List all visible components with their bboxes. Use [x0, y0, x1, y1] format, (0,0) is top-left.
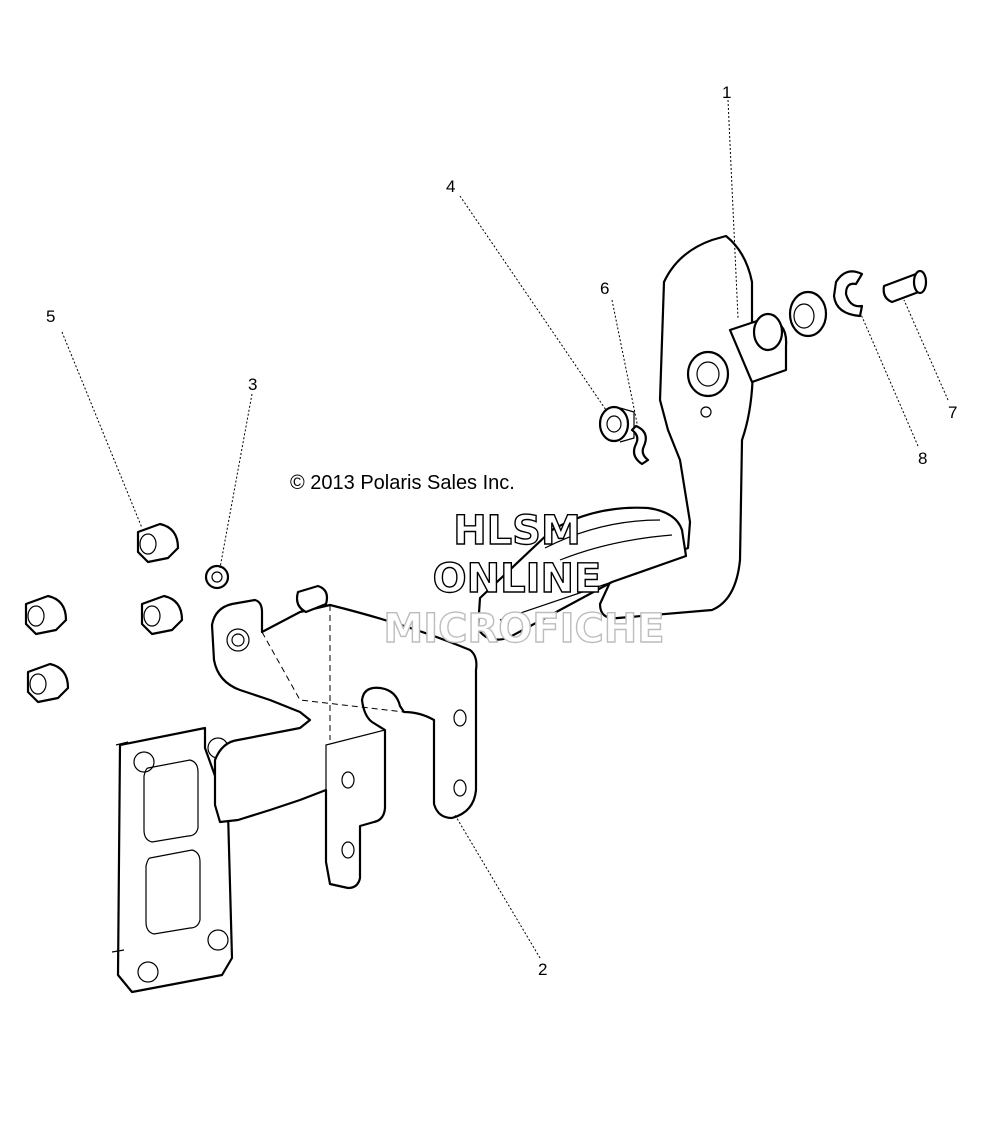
part-5-nut-b[interactable]: [140, 594, 184, 636]
callout-4[interactable]: 4: [446, 177, 455, 196]
callout-8[interactable]: 8: [918, 449, 927, 468]
watermark-line-2: ONLINE: [433, 556, 602, 602]
watermark: HLSM ONLINE MICROFICHE: [383, 507, 666, 652]
callout-7[interactable]: 7: [948, 403, 957, 422]
part-3-washer[interactable]: [204, 564, 230, 590]
shaft-spacer: [788, 290, 828, 338]
part-5-nut-d[interactable]: [26, 662, 70, 704]
part-7-pin[interactable]: [882, 269, 928, 304]
copyright-text: © 2013 Polaris Sales Inc.: [290, 472, 515, 494]
callout-3[interactable]: 3: [248, 375, 257, 394]
part-4-bushing[interactable]: [598, 405, 635, 443]
part-5-nut-c[interactable]: [24, 594, 68, 636]
part-5-nut-a[interactable]: [136, 522, 180, 564]
part-2-bracket[interactable]: [111, 584, 478, 994]
watermark-line-3: MICROFICHE: [383, 606, 664, 652]
watermark-line-1: HLSM: [453, 508, 581, 554]
callout-5[interactable]: 5: [46, 307, 55, 326]
callout-1[interactable]: 1: [722, 83, 731, 102]
leader-lines: [61, 99, 949, 959]
part-8-e-clip[interactable]: [832, 270, 864, 318]
callout-2[interactable]: 2: [538, 960, 547, 979]
callout-6[interactable]: 6: [600, 279, 609, 298]
part-6-clip[interactable]: [630, 424, 650, 466]
part-1-brake-pedal[interactable]: [476, 234, 788, 641]
